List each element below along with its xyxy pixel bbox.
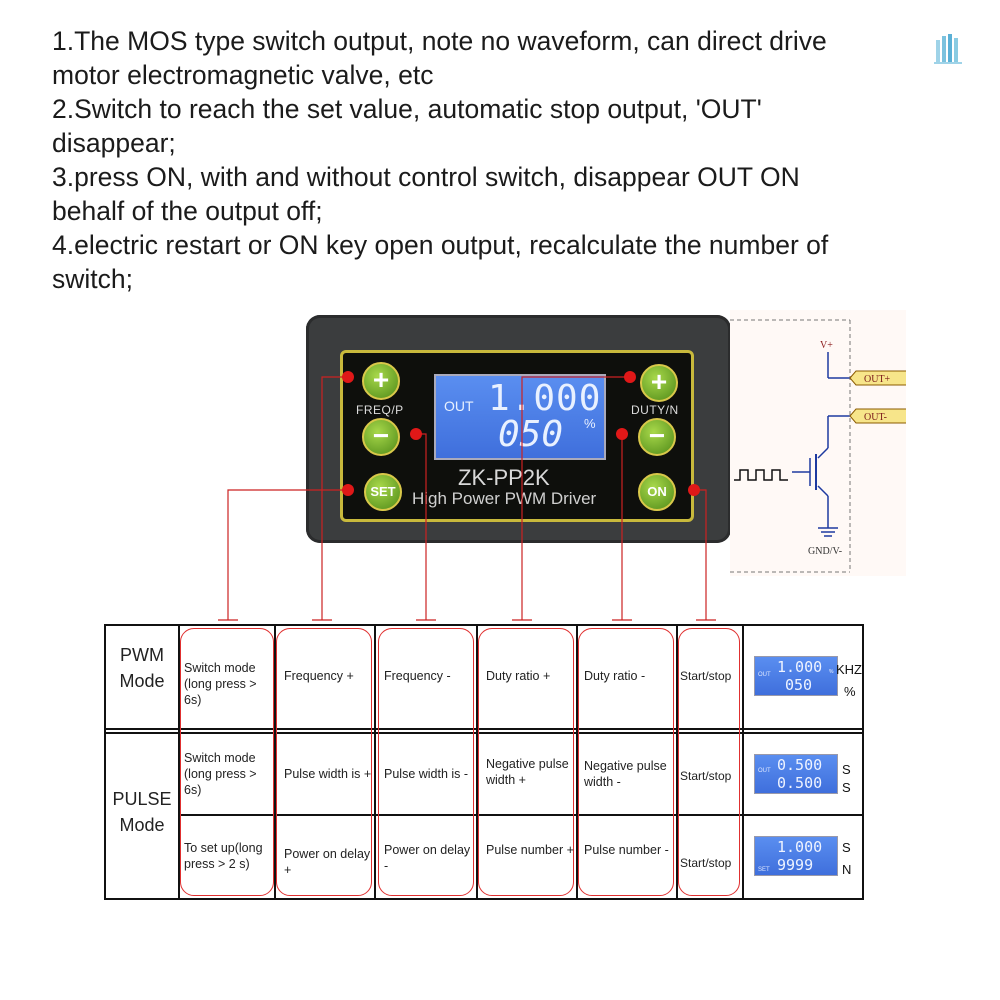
freq-label: FREQ/P [356, 403, 404, 417]
pwm-freq-minus-cell: Frequency - [384, 669, 451, 683]
pulse-start-cell: Start/stop [680, 769, 732, 783]
note-line: 3.press ON, with and without control swi… [52, 162, 800, 192]
note-line: 2.Switch to reach the set value, automat… [52, 94, 762, 124]
power-delay-minus-cell: Power on delay - [384, 843, 471, 873]
note-line: 1.The MOS type switch output, note no wa… [52, 26, 827, 56]
pwm-lcd-preview: OUT 1.000 050 % [754, 656, 838, 696]
lcd-out-label: OUT [444, 398, 474, 414]
pulse-switch-cell: Switch mode (long press > 6s) [184, 751, 257, 797]
out-minus-label: OUT- [864, 412, 887, 423]
pwm-switch-cell: Switch mode (long press > 6s) [184, 661, 257, 707]
setup-unit-2: N [842, 862, 852, 877]
pwm-unit-2: % [844, 684, 856, 699]
on-button[interactable]: ON [638, 473, 676, 511]
freq-plus-button[interactable]: + [362, 362, 400, 400]
setup-start-cell: Start/stop [680, 856, 732, 870]
pwm-duty-plus-cell: Duty ratio + [486, 669, 551, 683]
model-subtitle: High Power PWM Driver [412, 489, 597, 508]
pulse-number-minus-cell: Pulse number - [584, 843, 669, 857]
note-line: motor electromagnetic valve, etc [52, 60, 434, 90]
pwm-start-cell: Start/stop [680, 669, 732, 683]
store-logo-icon [934, 34, 962, 64]
setup-unit-1: S [842, 840, 851, 855]
pwm-unit-1: KHZ [836, 662, 862, 677]
freq-minus-button[interactable]: − [362, 418, 400, 456]
duty-label: DUTY/N [631, 403, 679, 417]
neg-width-plus-cell: Negative pulse width + [486, 757, 569, 787]
lcd-percent: % [584, 416, 596, 431]
power-delay-plus-cell: Power on delay + [284, 847, 371, 877]
lcd-duty: 050 [498, 414, 564, 455]
model-name: ZK-PP2K [458, 465, 550, 490]
neg-width-minus-cell: Negative pulse width - [584, 759, 667, 789]
lcd-display: OUT 1.000 050 % [434, 374, 606, 460]
out-plus-label: OUT+ [864, 374, 891, 385]
duty-plus-button[interactable]: + [640, 364, 678, 402]
duty-minus-button[interactable]: − [638, 418, 676, 456]
gnd-label: GND/V- [808, 546, 842, 557]
vplus-label: V+ [820, 340, 833, 351]
set-button[interactable]: SET [364, 473, 402, 511]
pulse-unit-1: S [842, 762, 851, 777]
output-circuit-diagram: V+ OUT+ OUT- GND/V- [730, 310, 906, 576]
pwm-freq-plus-cell: Frequency + [284, 669, 354, 683]
note-line: behalf of the output off; [52, 196, 323, 226]
pulse-unit-2: S [842, 780, 851, 795]
pulse-number-plus-cell: Pulse number + [486, 843, 574, 857]
note-line: switch; [52, 264, 133, 294]
pulse-width-minus-cell: Pulse width is - [384, 767, 469, 781]
note-line: 4.electric restart or ON key open output… [52, 230, 829, 260]
lcd-frequency: 1.000 [488, 378, 602, 419]
notes-list: 1.The MOS type switch output, note no wa… [52, 24, 932, 296]
setup-cell: To set up(long press > 2 s) [184, 841, 263, 871]
setup-lcd-preview: SET 1.000 9999 [754, 836, 838, 876]
note-line: disappear; [52, 128, 176, 158]
pwm-duty-minus-cell: Duty ratio - [584, 669, 646, 683]
pulse-lcd-preview: OUT 0.500 0.500 [754, 754, 838, 794]
pulse-width-plus-cell: Pulse width is + [284, 767, 372, 781]
